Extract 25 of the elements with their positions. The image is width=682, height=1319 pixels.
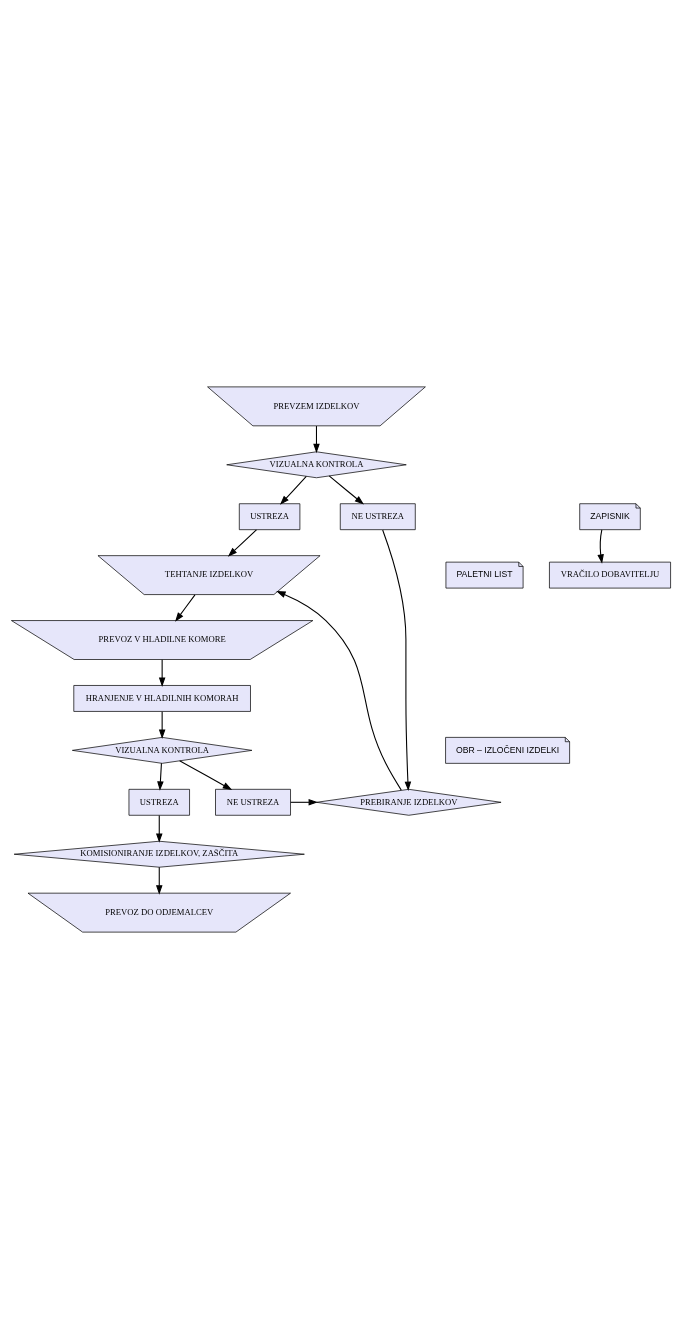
node-diamond: VIZUALNA KONTROLA bbox=[226, 451, 407, 479]
node-box: NE USTREZA bbox=[215, 788, 291, 816]
arrow bbox=[157, 762, 164, 791]
arrow bbox=[328, 475, 364, 505]
node-box: VRAČILO DOBAVITELJU bbox=[549, 561, 671, 589]
arrow bbox=[279, 475, 307, 505]
arrow bbox=[597, 529, 604, 564]
arrow bbox=[382, 529, 412, 791]
arrow bbox=[313, 425, 320, 454]
node-diamond: PREBIRANJE IZDELKOV bbox=[316, 788, 502, 816]
node-box: USTREZA bbox=[238, 503, 301, 531]
arrow bbox=[276, 591, 402, 791]
node-box: HRANJENJE V HLADILNIH KOMORAH bbox=[73, 685, 251, 712]
node-box: USTREZA bbox=[128, 788, 190, 816]
node-diamond: VIZUALNA KONTROLA bbox=[72, 737, 253, 764]
arrow bbox=[175, 594, 196, 622]
arrow bbox=[179, 760, 233, 790]
node-box: NE USTREZA bbox=[339, 503, 416, 531]
arrow bbox=[227, 529, 257, 557]
arrow bbox=[155, 814, 163, 843]
arrow bbox=[158, 659, 166, 687]
arrow bbox=[158, 711, 166, 739]
arrow bbox=[155, 866, 163, 895]
node-diamond: KOMISIONIRANJE IZDELKOV, ZAŠČITA bbox=[13, 840, 305, 868]
arrow bbox=[290, 799, 318, 806]
